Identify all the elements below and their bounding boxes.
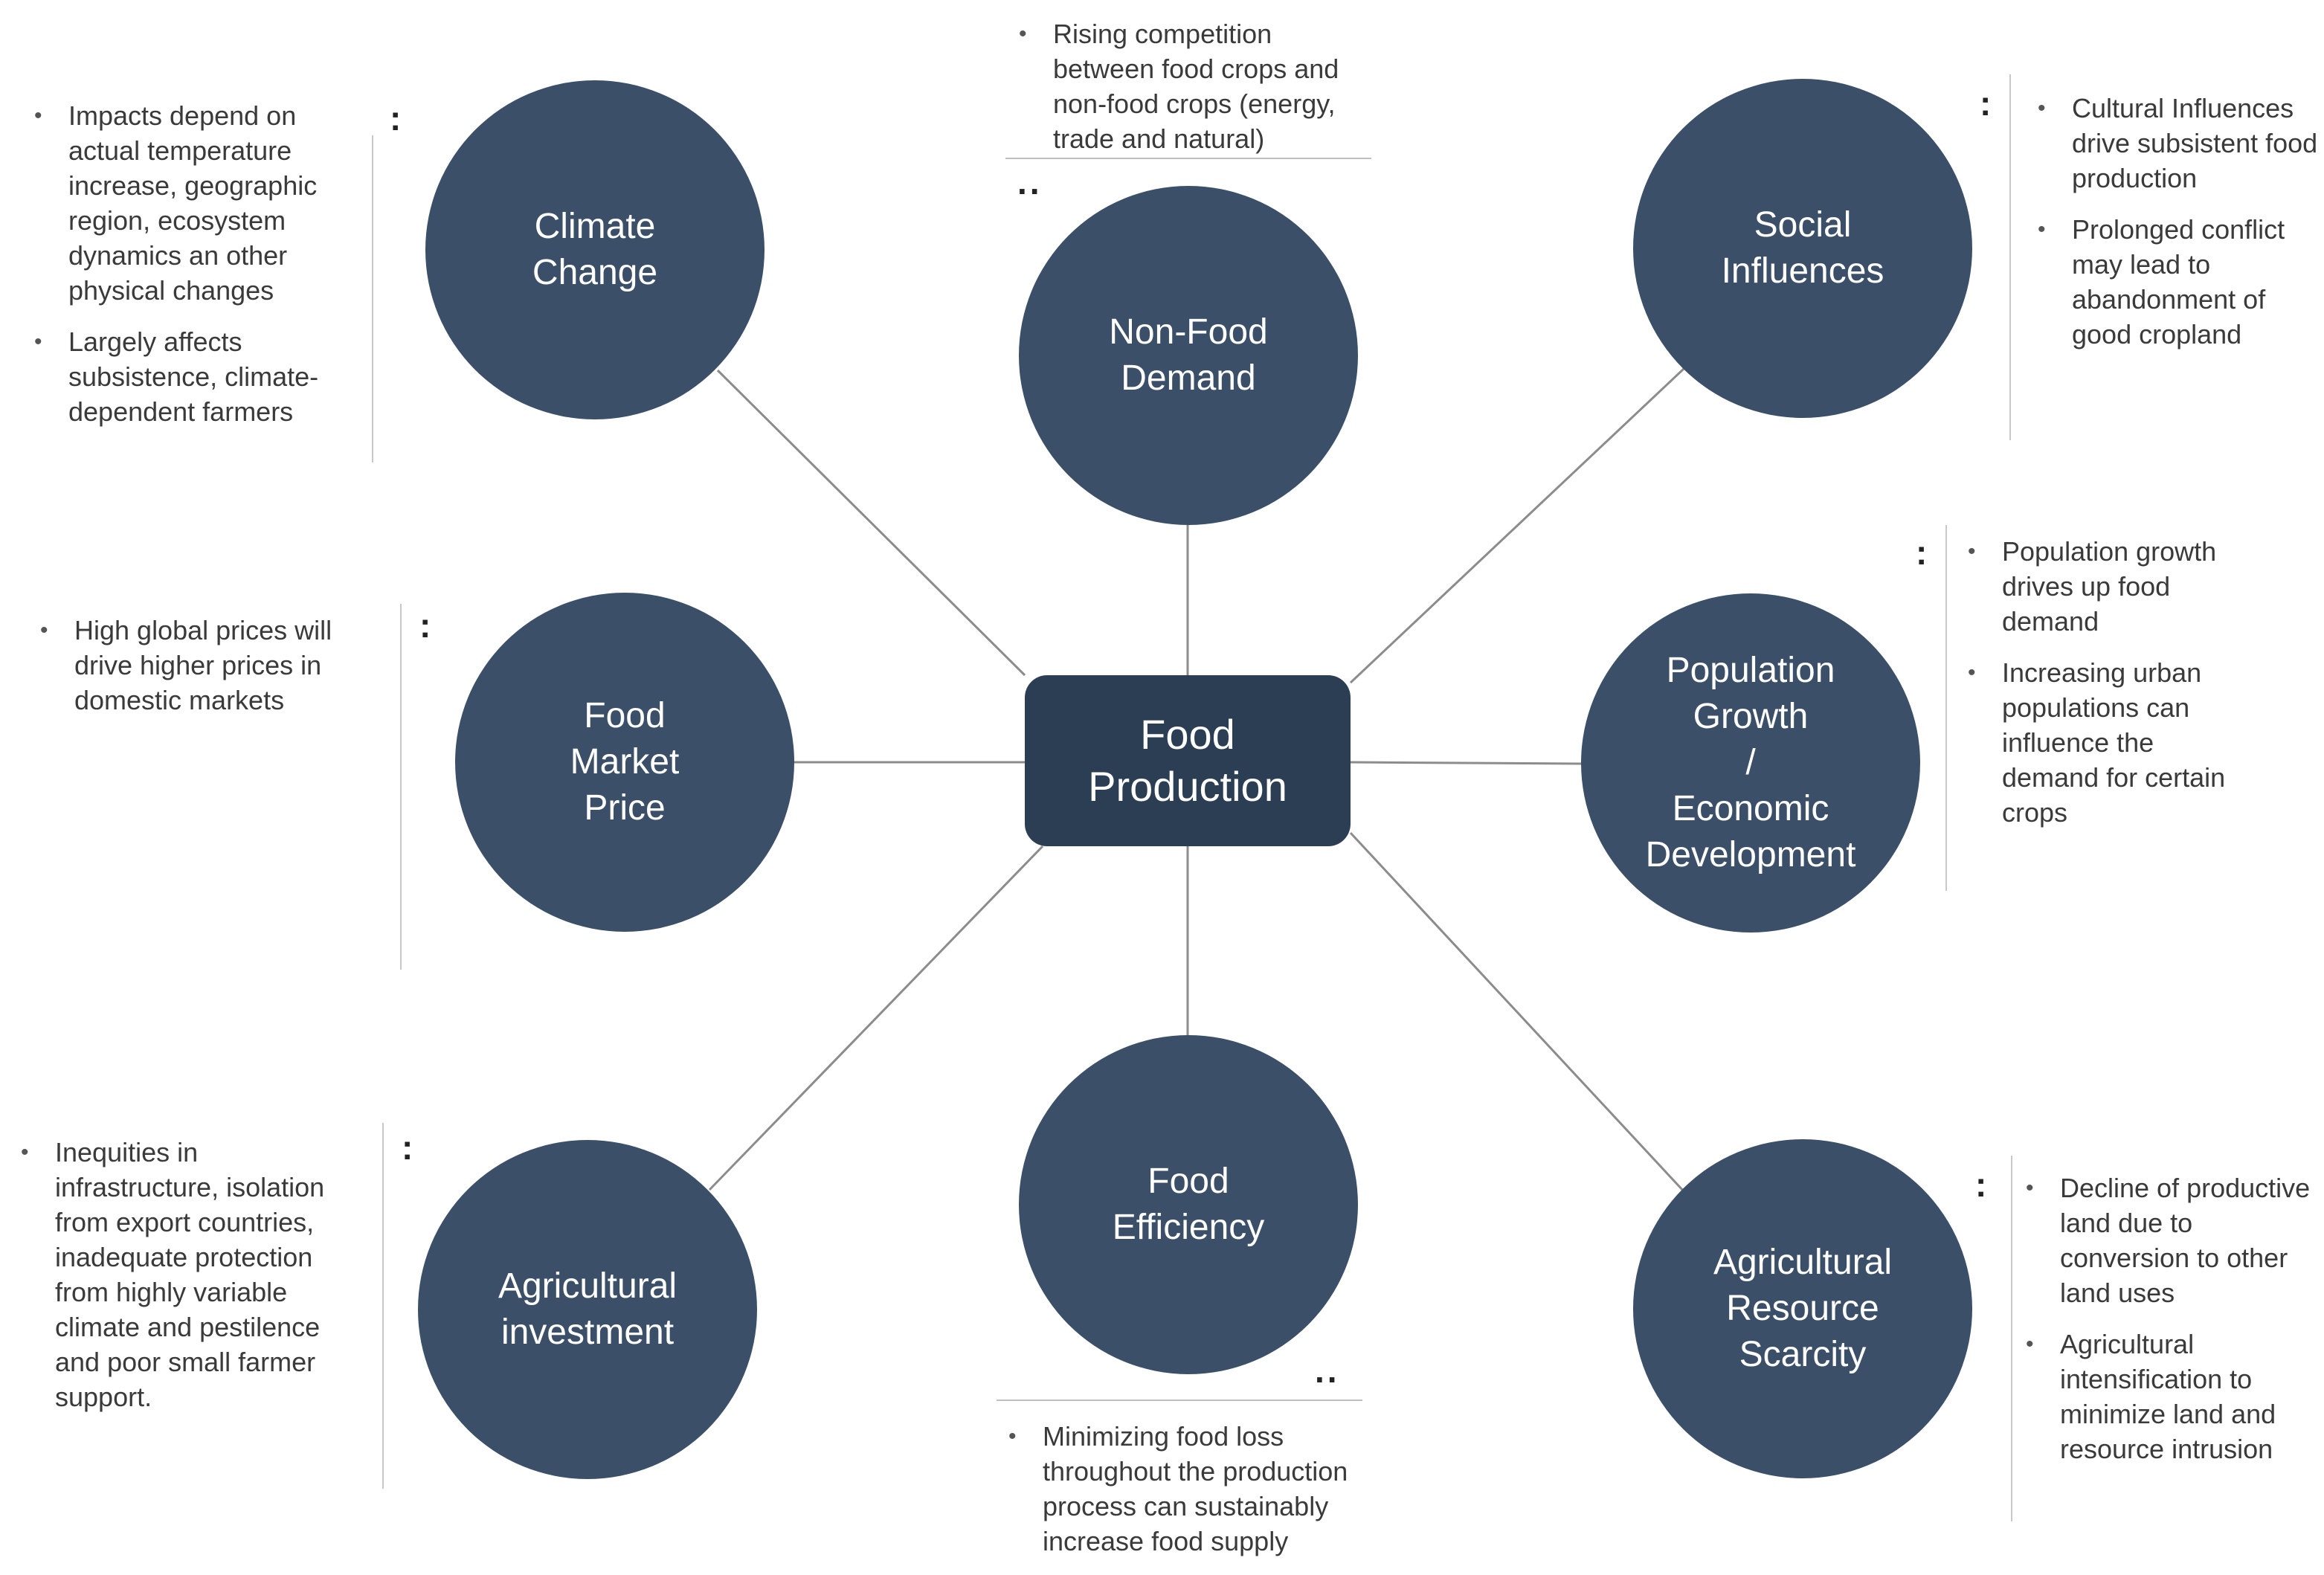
node-agricultural-resource-scarcity: Agricultural Resource Scarcity <box>1633 1139 1972 1478</box>
node-climate-change: Climate Change <box>425 80 765 419</box>
node-population-growth-label: Population Growth / Economic Development <box>1645 651 1856 875</box>
market-note-1: High global prices will drive higher pri… <box>40 613 382 718</box>
nonfood-note-divider <box>1005 158 1371 159</box>
resource-notes: Decline of productive land due to conver… <box>2026 1170 2316 1483</box>
connector-social <box>1349 367 1685 684</box>
efficiency-dots-mark: .. <box>1315 1351 1340 1390</box>
population-notes: Population growth drives up food demand … <box>1968 534 2258 846</box>
population-note-2: Increasing urban populations can influen… <box>1968 655 2258 830</box>
connector-population <box>1350 761 1583 765</box>
market-colon-mark: : <box>419 606 434 645</box>
population-colon-mark: : <box>1916 533 1931 572</box>
investment-notes: Inequities in infrastructure, isolation … <box>21 1135 363 1431</box>
climate-notes: Impacts depend on actual temperature inc… <box>34 98 361 445</box>
node-food-market-price-label: Food Market Price <box>570 696 680 828</box>
resource-note-divider <box>2011 1156 2012 1521</box>
climate-note-divider <box>372 135 373 463</box>
social-note-divider <box>2009 74 2011 440</box>
node-food-market-price: Food Market Price <box>455 593 794 932</box>
climate-colon-mark: : <box>390 99 405 138</box>
node-food-efficiency: Food Efficiency <box>1019 1035 1358 1374</box>
node-social-influences-label: Social Influences <box>1721 205 1884 291</box>
market-notes: High global prices will drive higher pri… <box>40 613 382 734</box>
node-non-food-demand-label: Non-Food Demand <box>1109 312 1268 398</box>
node-non-food-demand: Non-Food Demand <box>1019 186 1358 525</box>
social-note-1: Cultural Influences drive subsistent foo… <box>2038 91 2320 196</box>
nonfood-dots-mark: .. <box>1017 163 1043 202</box>
resource-note-1: Decline of productive land due to conver… <box>2026 1170 2316 1310</box>
climate-note-1: Impacts depend on actual temperature inc… <box>34 98 361 308</box>
resource-colon-mark: : <box>1975 1165 1990 1204</box>
social-note-2: Prolonged conflict may lead to abandonme… <box>2038 212 2320 352</box>
climate-note-2: Largely affects subsistence, climate-dep… <box>34 324 361 429</box>
efficiency-note-divider <box>997 1400 1362 1401</box>
investment-note-1: Inequities in infrastructure, isolation … <box>21 1135 363 1414</box>
investment-colon-mark: : <box>402 1128 416 1167</box>
efficiency-notes: Minimizing food loss throughout the prod… <box>1008 1419 1380 1575</box>
node-agricultural-investment: Agricultural investment <box>418 1140 757 1479</box>
nonfood-note-1: Rising competition between food crops an… <box>1019 16 1376 156</box>
population-note-divider <box>1945 525 1947 891</box>
population-note-1: Population growth drives up food demand <box>1968 534 2258 639</box>
node-population-growth: Population Growth / Economic Development <box>1581 593 1920 933</box>
node-agricultural-investment-label: Agricultural investment <box>498 1266 677 1352</box>
social-notes: Cultural Influences drive subsistent foo… <box>2038 91 2320 368</box>
connector-investment <box>708 845 1044 1191</box>
social-colon-mark: : <box>1980 84 1995 123</box>
node-food-efficiency-label: Food Efficiency <box>1112 1162 1265 1247</box>
market-note-divider <box>400 604 402 970</box>
node-climate-change-label: Climate Change <box>532 207 658 292</box>
connector-climate <box>716 369 1026 677</box>
resource-note-2: Agricultural intensification to minimize… <box>2026 1327 2316 1466</box>
efficiency-note-1: Minimizing food loss throughout the prod… <box>1008 1419 1380 1559</box>
node-social-influences: Social Influences <box>1633 79 1972 418</box>
investment-note-divider <box>382 1123 384 1489</box>
node-agricultural-resource-scarcity-label: Agricultural Resource Scarcity <box>1713 1243 1893 1374</box>
center-label: Food Production <box>1088 711 1287 810</box>
connector-resource <box>1349 831 1686 1194</box>
nonfood-notes: Rising competition between food crops an… <box>1019 16 1376 173</box>
food-production-center: Food Production <box>1025 675 1351 846</box>
